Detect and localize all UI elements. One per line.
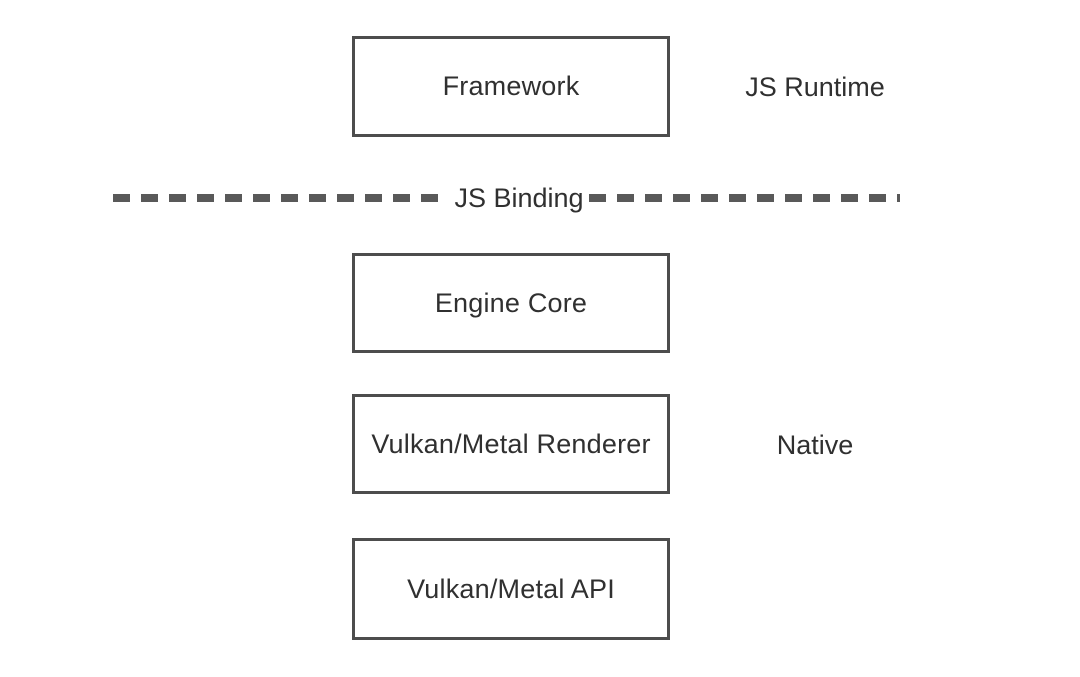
js-binding-label: JS Binding: [442, 178, 586, 218]
label-js-runtime: JS Runtime: [745, 72, 885, 102]
label-native: Native: [776, 430, 854, 460]
box-framework: Framework: [352, 36, 670, 137]
box-vulkan-metal-api-label: Vulkan/Metal API: [407, 573, 615, 604]
box-engine-core: Engine Core: [352, 253, 670, 353]
box-vulkan-metal-renderer: Vulkan/Metal Renderer: [352, 394, 670, 494]
box-framework-label: Framework: [442, 71, 580, 101]
box-engine-core-label: Engine Core: [434, 287, 588, 318]
box-vulkan-metal-renderer-label: Vulkan/Metal Renderer: [371, 428, 651, 459]
box-vulkan-metal-api: Vulkan/Metal API: [352, 538, 670, 640]
